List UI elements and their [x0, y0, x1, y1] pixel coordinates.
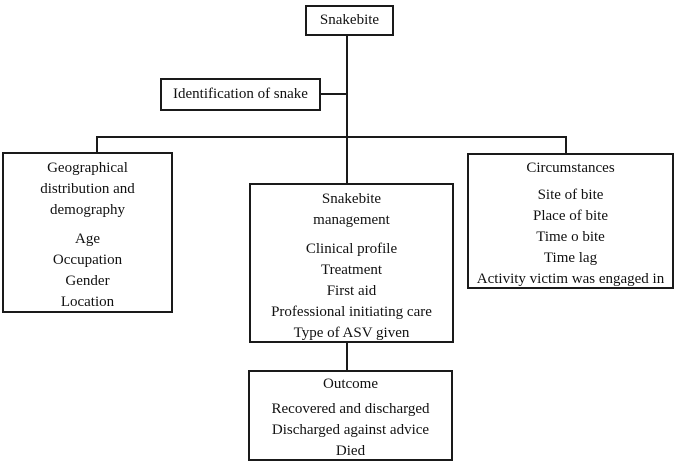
item-first-aid: First aid	[326, 283, 377, 299]
node-identification-label: Identification of snake	[173, 86, 308, 102]
connector-root-vertical	[346, 35, 348, 183]
item-treatment: Treatment	[320, 262, 383, 278]
management-title-line-1: Snakebite	[321, 191, 382, 207]
item-location: Location	[60, 294, 115, 310]
item-site-of-bite: Site of bite	[537, 187, 604, 203]
item-type-of-asv-given: Type of ASV given	[293, 325, 410, 341]
item-gender: Gender	[65, 273, 110, 289]
node-identification-of-snake: Identification of snake	[160, 78, 321, 111]
item-discharged-against-advice: Discharged against advice	[271, 422, 430, 438]
item-professional-initiating-care: Professional initiating care	[271, 304, 432, 320]
item-clinical-profile: Clinical profile	[305, 241, 398, 257]
outcome-title: Outcome	[323, 376, 378, 392]
item-died: Died	[335, 443, 366, 459]
geographical-title-line-3: demography	[50, 202, 125, 218]
geographical-title-line-2: distribution and	[40, 181, 135, 197]
item-recovered-discharged: Recovered and discharged	[271, 401, 430, 417]
item-age: Age	[75, 231, 100, 247]
connector-branch-horizontal	[96, 136, 567, 138]
item-time-lag: Time lag	[543, 250, 598, 266]
management-title-line-2: management	[313, 212, 390, 228]
node-outcome: Outcome Recovered and discharged Dischar…	[248, 370, 453, 461]
item-activity-victim: Activity victim was engaged in	[476, 271, 665, 287]
connector-left-drop	[96, 136, 98, 153]
node-geographical-distribution: Geographical distribution and demography…	[2, 152, 173, 313]
node-circumstances: Circumstances Site of bite Place of bite…	[467, 153, 674, 289]
item-time-o-bite: Time o bite	[536, 229, 605, 245]
circumstances-title: Circumstances	[526, 160, 615, 176]
item-occupation: Occupation	[52, 252, 123, 268]
node-snakebite: Snakebite	[305, 5, 394, 36]
connector-identification-horizontal	[319, 93, 348, 95]
item-place-of-bite: Place of bite	[533, 208, 608, 224]
connector-outcome-vertical	[346, 342, 348, 371]
node-snakebite-management: Snakebite management Clinical profile Tr…	[249, 183, 454, 343]
geographical-title-line-1: Geographical	[47, 160, 128, 176]
connector-right-drop	[565, 136, 567, 154]
node-snakebite-label: Snakebite	[319, 12, 380, 28]
